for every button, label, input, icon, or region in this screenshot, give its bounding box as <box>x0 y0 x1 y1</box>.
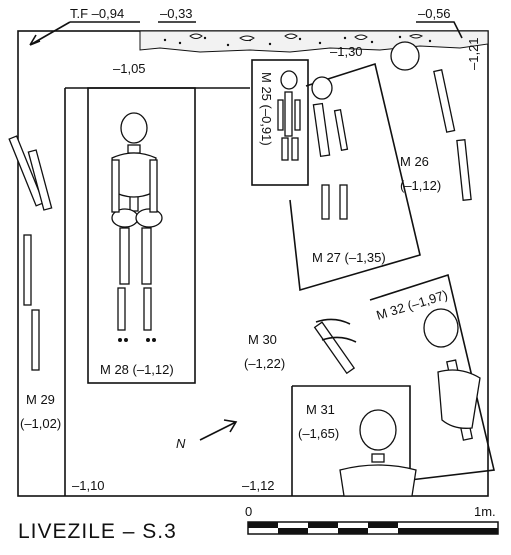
scale-end-label: 1m. <box>474 504 496 519</box>
grave-label-m29-name: M 29 <box>26 392 55 407</box>
depth-upper-left: –1,05 <box>113 61 146 76</box>
grave-pit-m25 <box>251 59 309 186</box>
grave-label-m29-depth: (–1,02) <box>20 416 61 431</box>
skeleton-m30 <box>313 318 357 375</box>
tf-label: T.F –0,94 <box>70 6 124 21</box>
grave-label-m27: M 27 (–1,35) <box>312 250 386 265</box>
skeleton-m28 <box>111 112 163 342</box>
depth-bottom-left: –1,10 <box>72 478 105 493</box>
skeleton-m31 <box>339 409 417 497</box>
site-title: LIVEZILE – S.3 <box>18 520 177 543</box>
grave-pit-m32 <box>369 273 495 481</box>
grave-label-m30-name: M 30 <box>248 332 277 347</box>
grave-label-m25: M 25 (–0,91) <box>259 72 274 146</box>
north-arrow: N <box>176 419 238 451</box>
skeleton-m27 <box>311 76 349 220</box>
scale-start-label: 0 <box>245 504 252 519</box>
grave-pit-m31 <box>292 385 411 496</box>
grave-label-m28: M 28 (–1,12) <box>100 362 174 377</box>
north-arrow-label: N <box>176 436 186 451</box>
skeleton-m26 <box>390 41 472 201</box>
grave-pit-outlines <box>64 59 495 496</box>
grave-pit-m27 <box>289 62 421 292</box>
depth-bottom-mid: –1,12 <box>242 478 275 493</box>
skeleton-m25 <box>277 70 301 161</box>
grave-label-m26-depth: (–1,12) <box>400 178 441 193</box>
grave-pit-m28 <box>87 87 196 384</box>
depth-labels: –1,05 –1,10 –1,12 <box>72 61 275 493</box>
grave-label-m31-depth: (–1,65) <box>298 426 339 441</box>
skeleton-m32 <box>423 308 481 441</box>
skeleton-m29 <box>8 135 53 371</box>
top-depth-far-right: –1,21 <box>466 37 481 70</box>
top-depth-left-mid: –0,33 <box>160 6 193 21</box>
top-depth-right: –0,56 <box>418 6 451 21</box>
top-depth-mid-right: –1,30 <box>330 44 363 59</box>
top-depth-labels: T.F –0,94 –0,33 –0,56 –1,21 –1,30 <box>29 6 481 70</box>
topsoil-layer <box>139 30 489 53</box>
grave-label-m30-depth: (–1,22) <box>244 356 285 371</box>
grave-label-m26-name: M 26 <box>400 154 429 169</box>
grave-label-m31-name: M 31 <box>306 402 335 417</box>
scale-bar: 0 1m. <box>245 504 499 535</box>
